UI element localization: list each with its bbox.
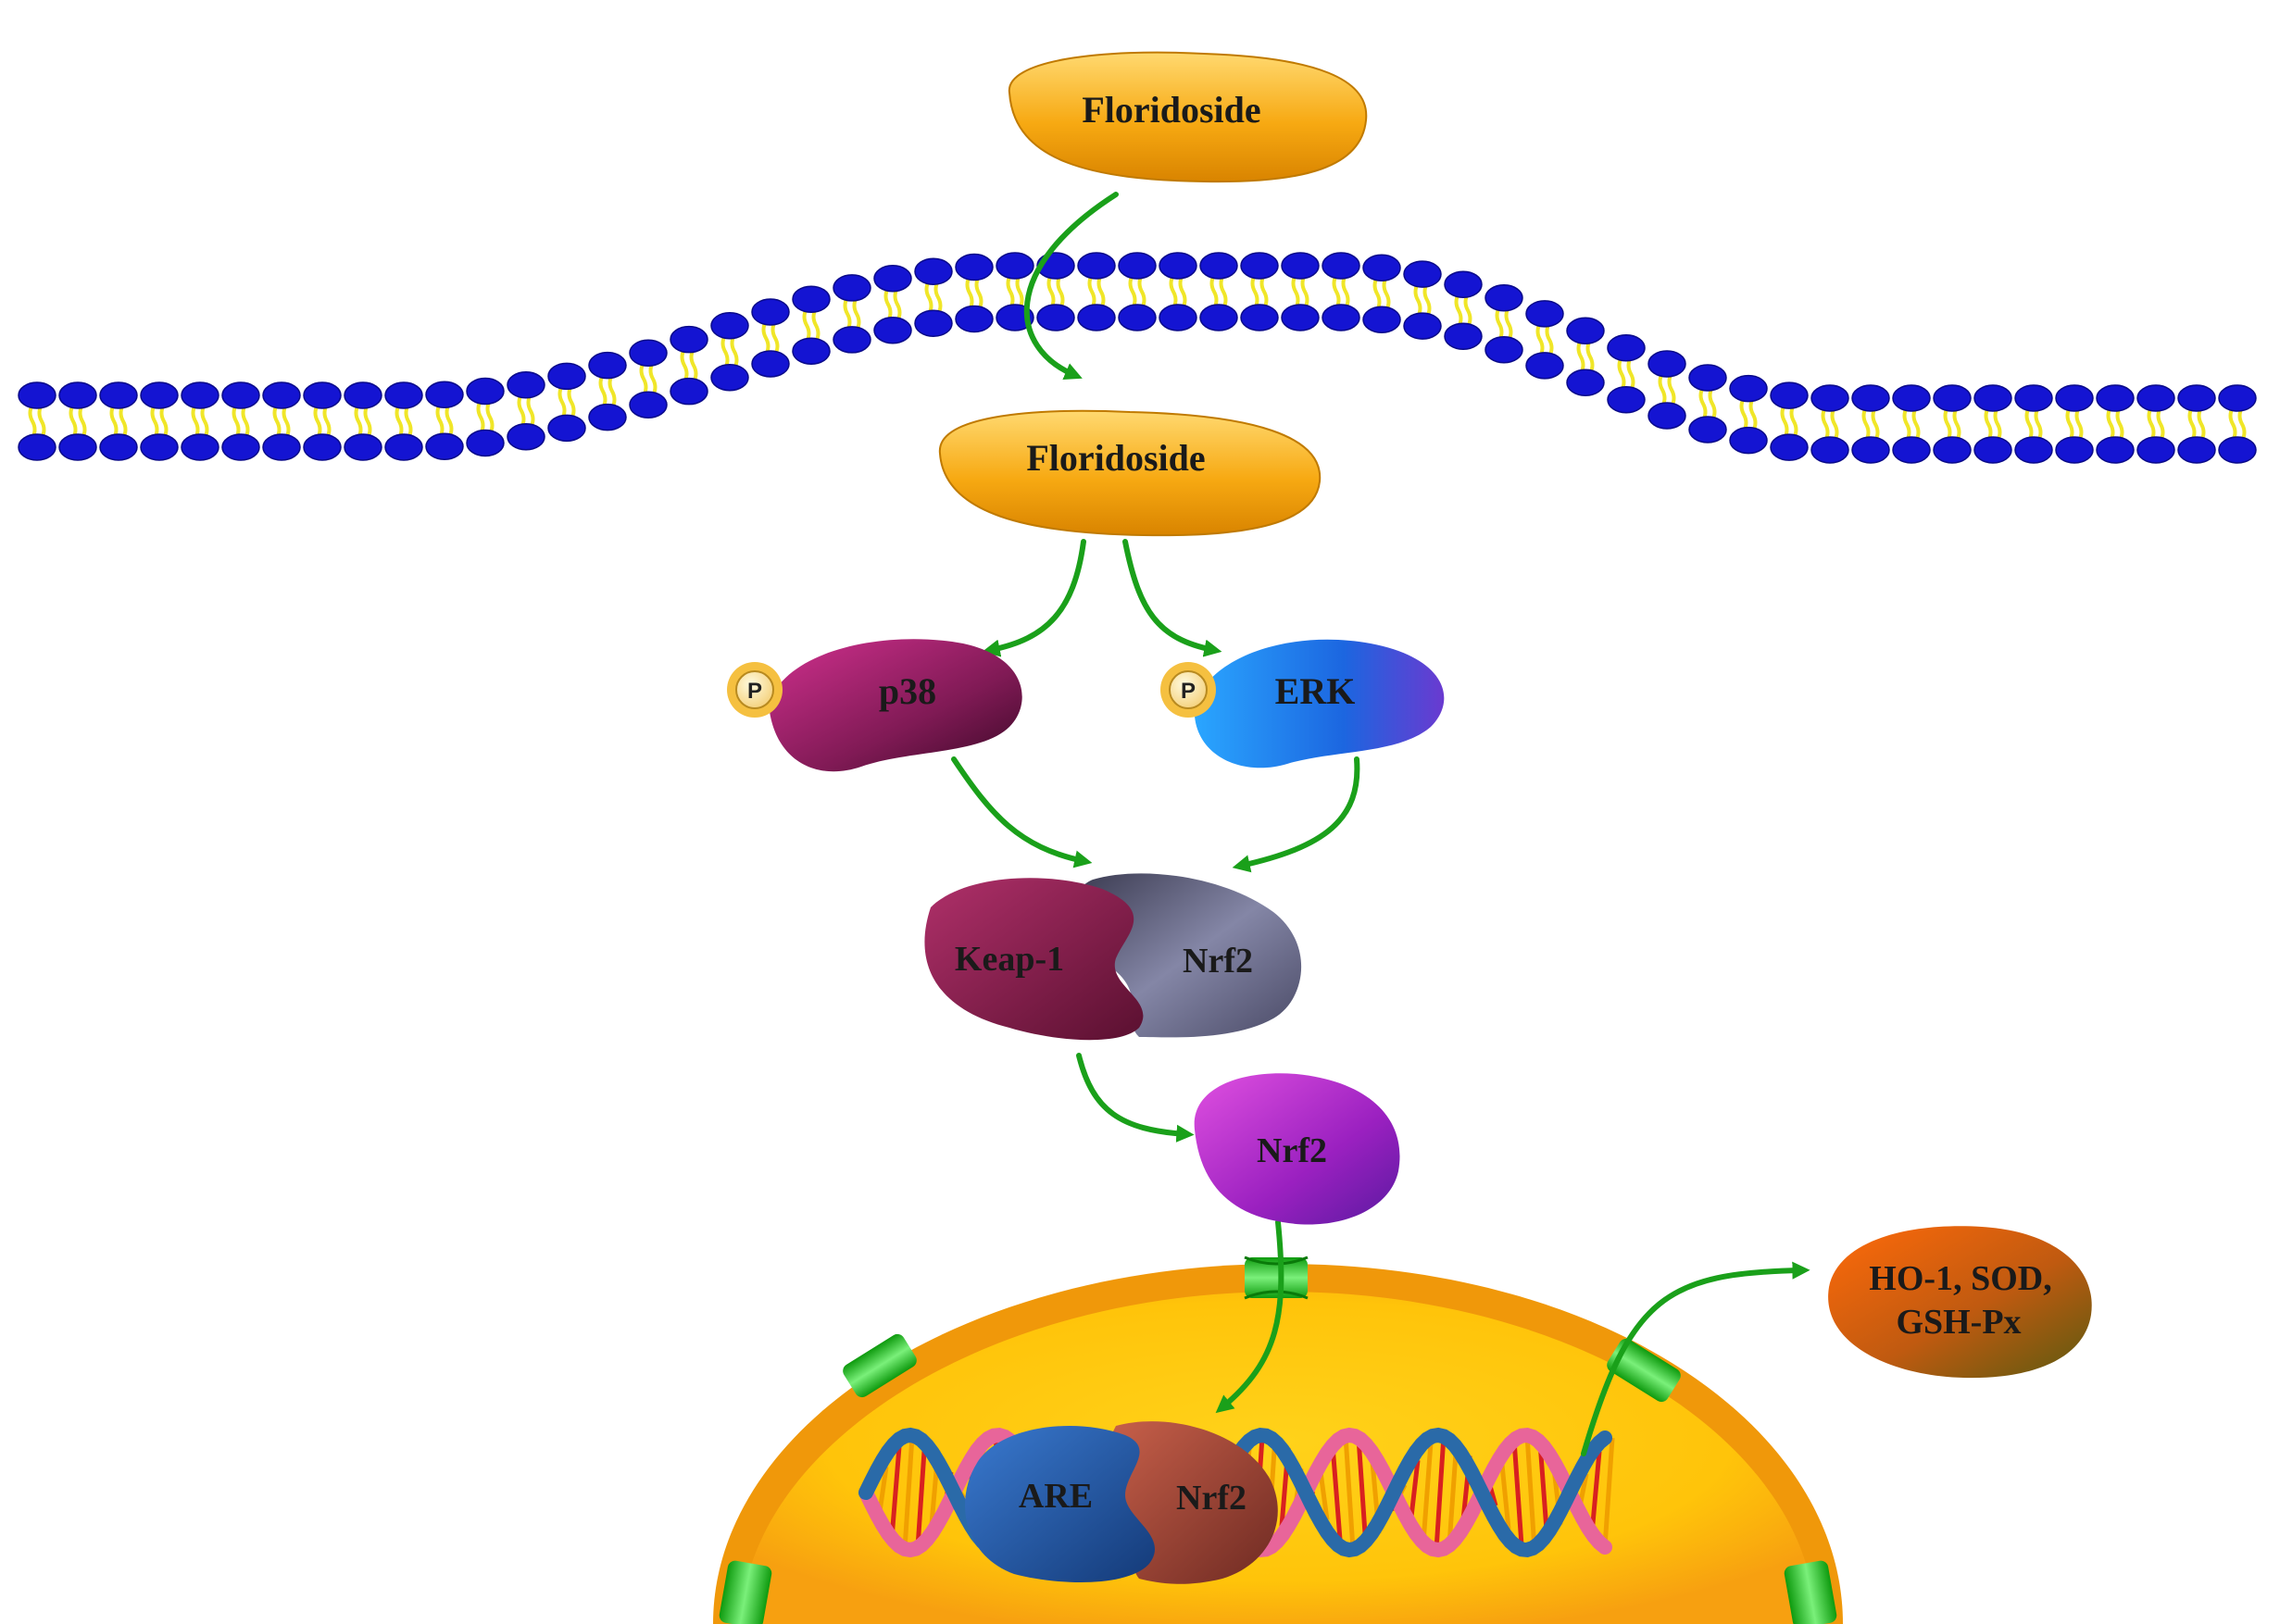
floridoside-intracellular: Floridoside: [938, 409, 1322, 537]
arrows: [951, 192, 1810, 1456]
floridoside-outside-label: Floridoside: [1082, 89, 1260, 131]
phospho-p38-badge: P: [727, 662, 783, 718]
erk-label: ERK: [1275, 670, 1356, 712]
are-nrf2-bound: ARE Nrf2: [965, 1421, 1278, 1584]
arrow-floridoside-uptake: [1023, 192, 1119, 381]
arrow-complex-to-nrf2: [1076, 1053, 1195, 1143]
phospho-p38-label: P: [747, 679, 762, 704]
are-label: ARE: [1019, 1477, 1093, 1516]
arrow-erk-to-keap1-nrf2: [1232, 756, 1360, 873]
products-line1: HO-1, SOD,: [1869, 1259, 2051, 1298]
products-line2: GSH-Px: [1896, 1303, 2021, 1342]
nuclear-pore-left-lower: [719, 1560, 772, 1624]
nrf2-free-label: Nrf2: [1257, 1131, 1327, 1170]
floridoside-extracellular: Floridoside: [1008, 51, 1368, 183]
arrow-gene-expression-to-products: [1581, 1261, 1810, 1456]
nrf2-complex-label: Nrf2: [1183, 942, 1253, 981]
cell-membrane-bilayer: [18, 252, 2257, 464]
floridoside-inside-label: Floridoside: [1026, 437, 1205, 479]
nuclear-pore-left-upper: [843, 1333, 917, 1398]
nrf2-free: Nrf2: [1194, 1073, 1400, 1225]
keap1-label: Keap-1: [955, 940, 1064, 979]
nrf2-in-complex: [1079, 873, 1302, 1038]
p38-kinase: p38 P: [727, 639, 1022, 772]
phospho-erk-label: P: [1181, 679, 1196, 704]
antioxidant-products: HO-1, SOD, GSH-Px: [1828, 1226, 2092, 1379]
erk-kinase: ERK P: [1160, 639, 1445, 768]
arrow-floridoside-to-erk: [1122, 539, 1222, 657]
nrf2-bound-label: Nrf2: [1176, 1479, 1246, 1518]
are-element: [965, 1426, 1155, 1583]
arrow-nrf2-into-nucleus: [1215, 1219, 1284, 1414]
keap1-protein: [924, 878, 1144, 1041]
nuclear-pore-right-upper: [1607, 1338, 1681, 1403]
arrow-floridoside-to-p38: [982, 539, 1086, 657]
p38-label: p38: [879, 670, 936, 712]
arrow-p38-to-keap1-nrf2: [951, 756, 1093, 868]
nuclear-pore-top: [1244, 1255, 1309, 1300]
keap1-nrf2-complex: Keap-1 Nrf2: [924, 873, 1302, 1041]
phospho-erk-badge: P: [1160, 662, 1216, 718]
nuclear-pore-right-lower: [1784, 1560, 1837, 1624]
